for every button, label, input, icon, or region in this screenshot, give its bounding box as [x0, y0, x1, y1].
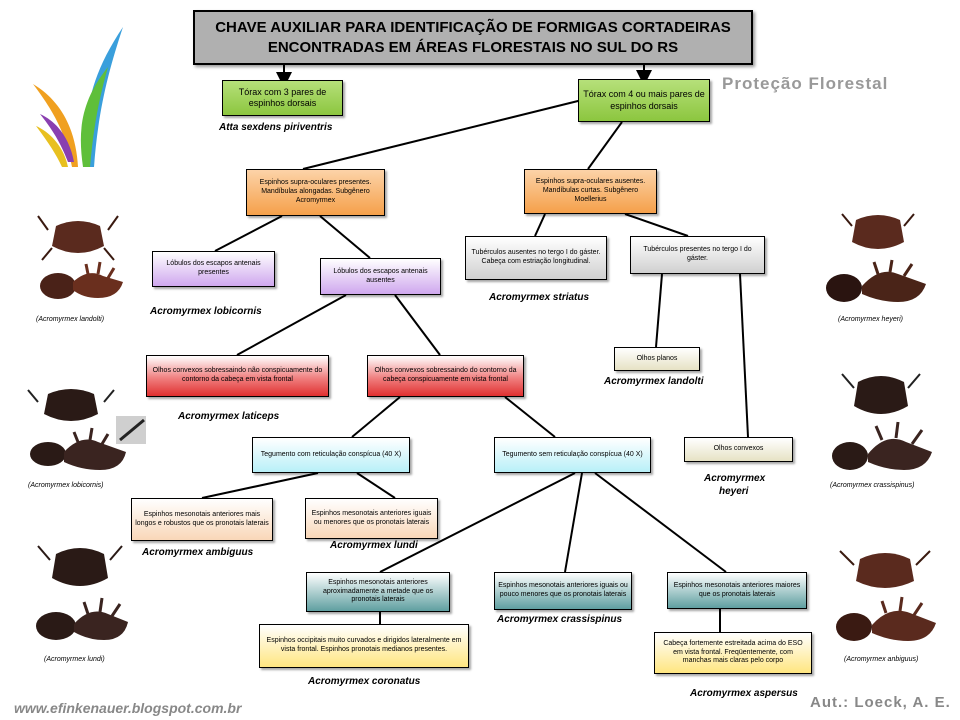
species-coronatus: Acromyrmex coronatus [308, 676, 421, 687]
ant-photo-crassispinus [832, 373, 932, 470]
box-thorax-3-pairs: Tórax com 3 pares de espinhos dorsais [222, 80, 343, 116]
species-lundi: Acromyrmex lundi [330, 540, 418, 551]
footer-url: www.efinkenauer.blogspot.com.br [14, 700, 242, 716]
caption-anbiguus: (Acromyrmex anbiguus) [844, 656, 919, 663]
logo-leaves-icon [33, 27, 123, 167]
species-atta: Atta sexdens piriventris [219, 122, 333, 133]
species-heyeri-line1: Acromyrmex [704, 473, 766, 484]
species-aspersus: Acromyrmex aspersus [690, 688, 798, 699]
title-line-2: ENCONTRADAS EM ÁREAS FLORESTAIS NO SUL D… [267, 38, 679, 56]
box-spines-longer: Espinhos mesonotais anteriores mais long… [131, 498, 273, 541]
ant-photo-heyeri [826, 213, 926, 302]
ant-photo-landolti [37, 215, 123, 299]
box-occipital-spines: Espinhos occipitais muito curvados e dir… [259, 624, 469, 668]
box-lobes-present: Lóbulos dos escapos antenais presentes [152, 251, 275, 287]
caption-crassispinus: (Acromyrmex crassispinus) [830, 482, 915, 489]
caption-landolti: (Acromyrmex landolti) [36, 316, 105, 323]
species-heyeri-line2: heyeri [719, 486, 749, 497]
box-supraocular-present: Espinhos supra-oculares presentes. Mandí… [246, 169, 385, 216]
box-spines-slightly-smaller: Espinhos mesonotais anteriores iguais ou… [494, 572, 632, 610]
species-crassispinus: Acromyrmex crassispinus [497, 614, 623, 625]
ant-photo-lundi [36, 545, 128, 640]
box-thorax-4-pairs: Tórax com 4 ou mais pares de espinhos do… [578, 79, 710, 122]
box-spines-equal-or-smaller: Espinhos mesonotais anteriores iguais ou… [305, 498, 438, 539]
box-lobes-absent: Lóbulos dos escapos antenais ausentes [320, 258, 441, 295]
box-convex-eyes: Olhos convexos [684, 437, 793, 462]
caption-lundi: (Acromyrmex lundi) [44, 656, 105, 663]
ant-photo-lobicornis [27, 389, 146, 470]
box-supraocular-present-text: Espinhos supra-oculares presentes. Mandí… [259, 179, 372, 204]
box-reticulation-not-conspicuous: Tegumento sem reticulação conspícua (40 … [494, 437, 651, 473]
species-ambiguus: Acromyrmex ambiguus [142, 547, 254, 558]
box-head-narrowed: Cabeça fortemente estreitada acima do ES… [654, 632, 812, 674]
box-supraocular-absent: Espinhos supra-oculares ausentes. Mandíb… [524, 169, 657, 214]
box-spines-half: Espinhos mesonotais anteriores aproximad… [306, 572, 450, 612]
ant-photo-anbiguus [836, 550, 936, 641]
caption-heyeri: (Acromyrmex heyeri) [838, 316, 903, 323]
box-spines-larger: Espinhos mesonotais anteriores maiores q… [667, 572, 807, 609]
species-striatus: Acromyrmex striatus [489, 292, 590, 303]
box-tubercles-absent: Tubérculos ausentes no tergo I do gáster… [465, 236, 607, 280]
species-landolti: Acromyrmex landolti [604, 376, 704, 387]
box-reticulation-conspicuous: Tegumento com reticulação conspícua (40 … [252, 437, 410, 473]
brand-label: Proteção Florestal [722, 74, 889, 93]
page-title: CHAVE AUXILIAR PARA IDENTIFICAÇÃO DE FOR… [193, 10, 753, 65]
box-tubercles-present: Tubérculos presentes no tergo I do gáste… [630, 236, 765, 274]
box-eyes-conspicuous: Olhos convexos sobressaindo do contorno … [367, 355, 524, 397]
box-flat-eyes: Olhos planos [614, 347, 700, 371]
box-eyes-not-conspicuous: Olhos convexos sobressaindo não conspicu… [146, 355, 329, 397]
caption-lobicornis: (Acromyrmex lobicornis) [28, 482, 104, 489]
species-laticeps: Acromyrmex laticeps [178, 411, 280, 422]
footer-author: Aut.: Loeck, A. E. [810, 694, 951, 711]
title-line-1: CHAVE AUXILIAR PARA IDENTIFICAÇÃO DE FOR… [215, 19, 731, 36]
species-lobicornis: Acromyrmex lobicornis [150, 306, 262, 317]
